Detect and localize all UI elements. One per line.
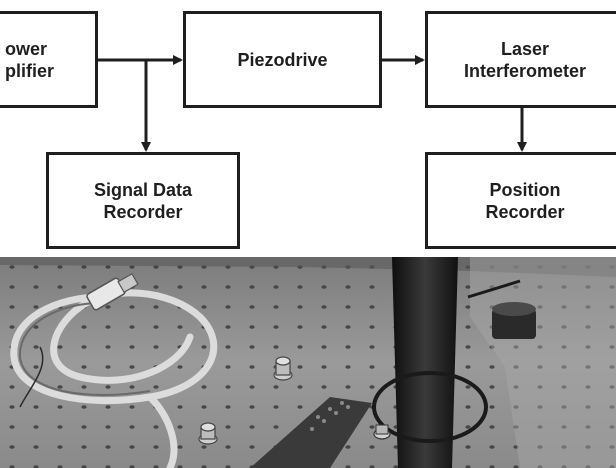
signal-data-recorder-box: Signal Data Recorder	[46, 152, 240, 249]
piezo-base-plate	[250, 397, 372, 468]
upper-right-post	[492, 302, 536, 339]
cable-connector	[86, 272, 139, 311]
mount-ring	[372, 371, 488, 443]
piezodrive-box: Piezodrive	[183, 11, 382, 108]
coiled-cable-shadow	[18, 302, 151, 396]
piezodrive-label: Piezodrive	[237, 49, 328, 70]
coiled-cable	[10, 289, 218, 468]
setup-photo-drawing	[0, 257, 616, 468]
power-amplifier-label: ower plifier	[5, 38, 55, 81]
thin-rod	[467, 279, 521, 299]
mounting-post-front	[198, 422, 218, 445]
laser-interferometer-box: Laser Interferometer	[425, 11, 616, 108]
background-shadow	[0, 257, 616, 277]
thin-wire	[19, 346, 44, 408]
signal-data-recorder-label: Signal Data Recorder	[93, 179, 193, 222]
vertical-piezo-mount	[392, 257, 458, 468]
mounting-post-center	[273, 356, 293, 381]
mount-base-post	[373, 424, 391, 440]
block-diagram: ower plifier Piezodrive Laser Interferom…	[0, 11, 616, 249]
power-amplifier-box: ower plifier	[0, 11, 98, 108]
connector-arrows	[98, 55, 527, 152]
position-recorder-box: Position Recorder	[425, 152, 616, 249]
position-recorder-label: Position Recorder	[485, 179, 565, 222]
plate-holes	[310, 401, 350, 431]
experimental-setup-photo	[0, 257, 616, 468]
laser-interferometer-label: Laser Interferometer	[463, 38, 587, 81]
